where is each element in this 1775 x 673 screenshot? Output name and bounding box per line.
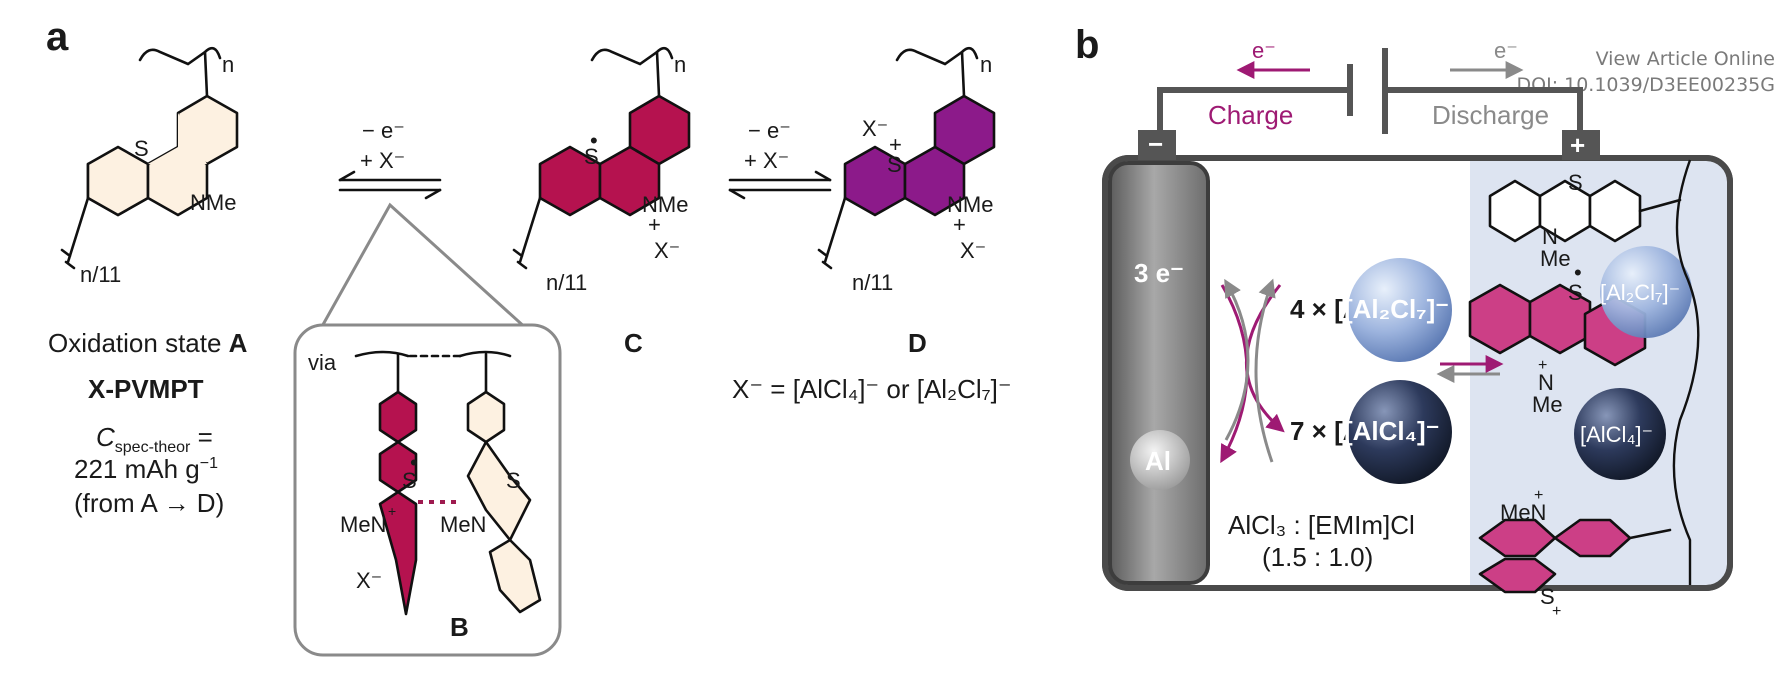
state-d-label: D — [908, 328, 927, 358]
sulfur-d: S — [887, 152, 902, 177]
cathode-al2cl7: [Al₂Cl₇]⁻ — [1600, 280, 1680, 305]
cathode-phenothiazine-dication: MeN + S + — [1478, 487, 1672, 620]
cathode-sphere-dark — [1574, 388, 1666, 480]
positive-terminal — [1562, 130, 1600, 160]
cathode-me-top: Me — [1540, 246, 1571, 271]
electrolyte-ratio: (1.5 : 1.0) — [1262, 542, 1373, 572]
electrolyte-label: AlCl₃ : [EMIm]Cl — [1228, 510, 1415, 540]
al-atom-icon — [1130, 430, 1190, 490]
plus-d-n: + — [953, 212, 966, 237]
radical-b: • — [410, 450, 418, 475]
electron-charge: e⁻ — [1252, 38, 1276, 63]
anode-electrons: 3 e⁻ — [1134, 258, 1184, 288]
anion-b: X⁻ — [356, 568, 382, 593]
capacity-note: (from A → D) — [74, 488, 224, 518]
nme-c: NMe — [642, 192, 688, 217]
nme-a: NMe — [190, 190, 236, 215]
anion-definition: X⁻ = [AlCl₄]⁻ or [Al₂Cl₇]⁻ — [732, 374, 1012, 404]
pos-terminal-sign: + — [1570, 130, 1585, 160]
monomer-a: n S NMe n/11 — [60, 46, 239, 287]
sulfur-a: S — [134, 136, 149, 161]
radical-c: • — [590, 128, 598, 153]
panel-label-b: b — [1075, 23, 1099, 67]
cathode-plus-s: + — [1552, 603, 1561, 620]
alcl4-on-sphere: [AlCl₄]⁻ — [1344, 416, 1439, 446]
panel-label-a: a — [46, 15, 69, 59]
monomer-c: n S • NMe + X⁻ n/11 — [512, 46, 691, 295]
view-article-online: View Article Online — [1595, 48, 1775, 70]
n11-d: n/11 — [852, 270, 893, 295]
sphere-icon — [1348, 258, 1452, 362]
sulfur-b-right: S — [506, 468, 521, 493]
sulfur-b-left: S — [402, 468, 417, 493]
cathode-n-top: N — [1542, 224, 1558, 249]
polymer-backbone — [1672, 159, 1700, 585]
n11-c: n/11 — [546, 270, 587, 295]
equilibrium-arrow-2 — [728, 170, 832, 200]
cathode-radical: • — [1574, 260, 1582, 285]
men-b-left: MeN — [340, 512, 386, 537]
equilibrium-arrow-1 — [338, 170, 442, 200]
step2-electron: − e⁻ — [748, 118, 791, 143]
n11-a: n/11 — [80, 262, 121, 287]
dimer-label-b: B — [450, 612, 469, 642]
cathode-s-bottom: S — [1540, 584, 1555, 609]
cspec-label: Cspec-theor = — [96, 422, 213, 456]
cathode-s-mid: S — [1568, 280, 1583, 305]
battery-symbol-icon — [1157, 48, 1583, 134]
plus-b: + — [388, 503, 396, 519]
cathode-phenothiazine-neutral: S N Me — [1488, 170, 1682, 271]
anion-d: X⁻ — [960, 238, 986, 263]
plus-c: + — [648, 212, 661, 237]
inset-b: via S • MeN + S MeN X⁻ B — [293, 202, 562, 657]
cathode-s-top: S — [1568, 170, 1583, 195]
cathode-me-mid: Me — [1532, 392, 1563, 417]
electron-discharge: e⁻ — [1494, 38, 1518, 63]
capacity-value: 221 mAh g−1 — [74, 454, 218, 484]
men-b-right: MeN — [440, 512, 486, 537]
monomer-d: n X⁻ + S NMe + X⁻ n/11 — [817, 46, 996, 295]
sphere-icon-dark — [1348, 380, 1452, 484]
neg-terminal-sign: − — [1148, 129, 1163, 159]
negative-terminal — [1138, 130, 1176, 160]
nme-d: NMe — [947, 192, 993, 217]
oxidation-state-label: Oxidation state A — [48, 328, 248, 358]
step1-anion: + X⁻ — [360, 148, 405, 173]
polymer-n-c: n — [674, 52, 686, 77]
plus-d-s: + — [889, 132, 902, 157]
charge-label: Charge — [1208, 100, 1293, 130]
discharge-label: Discharge — [1432, 100, 1549, 130]
cathode-plus-bottom: + — [1534, 487, 1543, 504]
cathode-n-mid: N — [1538, 370, 1554, 395]
anion-c: X⁻ — [654, 238, 680, 263]
cathode-men-bottom: MeN — [1500, 500, 1546, 525]
via-label: via — [308, 350, 337, 375]
polymer-name: X-PVMPT — [88, 374, 204, 404]
sulfur-c: S — [584, 144, 599, 169]
discharge-curve-icon — [1254, 278, 1276, 463]
aluminium-anode — [1108, 161, 1210, 585]
al2cl7-on-sphere: [Al₂Cl₇]⁻ — [1344, 294, 1449, 324]
step1-electron: − e⁻ — [362, 118, 405, 143]
cathode-sphere-light — [1600, 246, 1692, 338]
cathode-plus-mid: + — [1538, 357, 1547, 374]
cathode-phenothiazine-radical: S • + N Me — [1468, 260, 1647, 417]
anode-metal: Al — [1145, 446, 1171, 476]
cathode-alcl4: [AlCl₄]⁻ — [1580, 422, 1653, 447]
polymer-n-a: n — [222, 52, 234, 77]
state-c-label: C — [624, 328, 643, 358]
step2-anion: + X⁻ — [744, 148, 789, 173]
anion-d-top: X⁻ — [862, 116, 888, 141]
polymer-n-d: n — [980, 52, 992, 77]
